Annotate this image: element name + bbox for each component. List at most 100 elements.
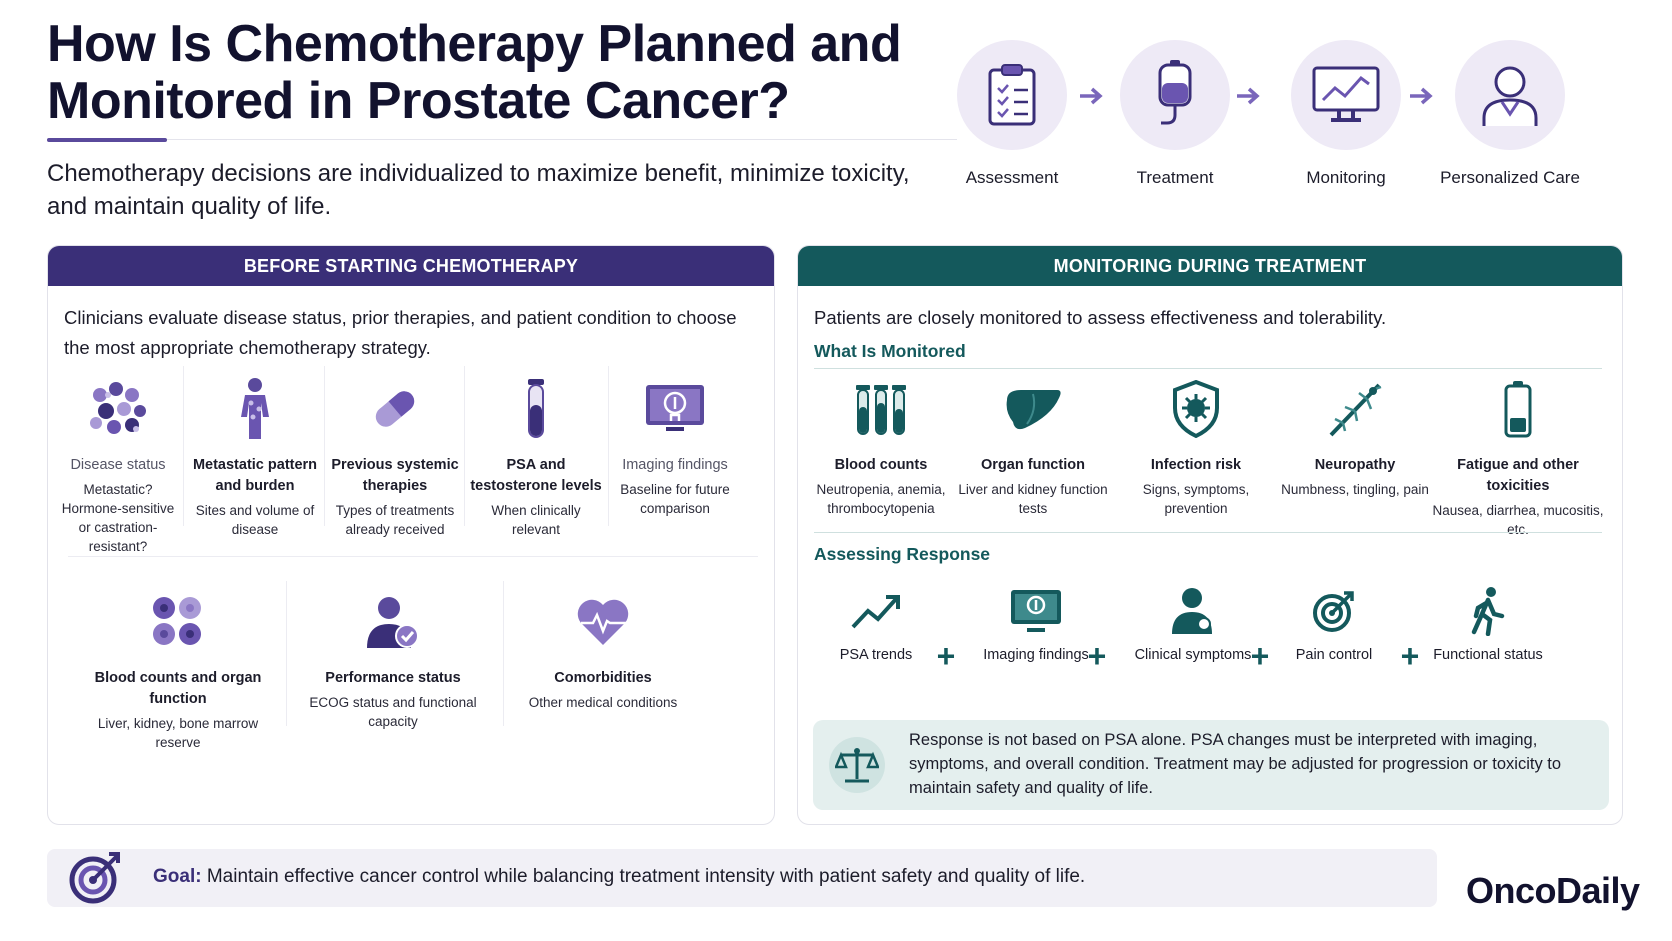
response-functional-status: Functional status	[1413, 581, 1563, 663]
pill-icon	[375, 391, 415, 427]
page-subtitle: Chemotherapy decisions are individualize…	[47, 160, 910, 220]
target-icon	[1313, 591, 1354, 632]
note-text: Response is not based on PSA alone. PSA …	[909, 731, 1562, 797]
divider	[503, 581, 504, 726]
patient-icon	[1172, 588, 1212, 634]
flow-step-assessment: Assessment	[942, 40, 1082, 190]
flow-circle	[957, 40, 1067, 150]
item-title: Fatigue and other toxicities	[1457, 457, 1579, 494]
monitor-chart-icon	[1312, 66, 1380, 122]
arrow-right-icon	[1080, 87, 1103, 105]
flow-circle	[1455, 40, 1565, 150]
arrow-right-icon	[1237, 87, 1260, 105]
item-psa-testosterone: PSA and testosterone levels When clinica…	[466, 371, 606, 539]
item-previous-therapies: Previous systemic therapies Types of tre…	[328, 371, 462, 539]
divider	[608, 366, 609, 526]
divider	[183, 366, 184, 526]
response-imaging-findings: Imaging findings	[961, 581, 1111, 663]
cells-icon	[90, 382, 146, 434]
item-title: Disease status	[70, 457, 166, 473]
divider	[464, 366, 465, 526]
item-desc: Neutropenia, anemia, thrombocytopenia	[816, 482, 946, 516]
response-label: Imaging findings	[983, 647, 1089, 663]
battery-low-icon	[1504, 381, 1532, 438]
item-infection-risk: Infection risk Signs, symptoms, preventi…	[1116, 371, 1276, 518]
response-psa-trends: PSA trends	[806, 581, 946, 663]
section-title-assessing-response: Assessing Response	[814, 544, 991, 564]
section-title-what-monitored: What Is Monitored	[814, 341, 966, 361]
item-desc: Types of treatments already received	[335, 503, 455, 537]
item-desc: Nausea, diarrhea, mucositis, etc.	[1432, 503, 1604, 537]
nerve-icon	[1329, 383, 1382, 437]
panel-header: MONITORING DURING TREATMENT	[798, 246, 1622, 286]
item-desc: Signs, symptoms, prevention	[1142, 482, 1250, 516]
flow-label: Treatment	[1136, 168, 1214, 187]
goal-label: Goal:	[153, 866, 202, 887]
flow-label: Assessment	[965, 168, 1059, 187]
goal-banner: Goal: Maintain effective cancer control …	[47, 849, 1437, 907]
item-title: Previous systemic therapies	[331, 457, 459, 494]
item-comorbidities: Comorbidities Other medical conditions	[518, 584, 688, 712]
panel-intro: Clinicians evaluate disease status, prio…	[64, 307, 737, 358]
item-title: Neuropathy	[1314, 457, 1396, 473]
item-desc: When clinically relevant	[491, 503, 581, 537]
response-label: PSA trends	[839, 647, 913, 663]
section-divider	[68, 556, 758, 557]
flow-step-treatment: Treatment	[1105, 40, 1245, 190]
item-blood-counts-organ: Blood counts and organ function Liver, k…	[88, 584, 268, 752]
item-disease-status: Disease status Metastatic? Hormone-sensi…	[56, 371, 180, 556]
divider	[286, 581, 287, 726]
flow-circle	[1120, 40, 1230, 150]
item-blood-counts: Blood counts Neutropenia, anemia, thromb…	[806, 371, 956, 518]
test-tube-icon	[528, 379, 544, 438]
item-imaging-findings: Imaging findings Baseline for future com…	[610, 371, 740, 518]
item-desc: Liver, kidney, bone marrow reserve	[97, 716, 259, 750]
walking-icon	[1471, 587, 1505, 636]
item-title: Comorbidities	[554, 670, 652, 686]
blood-cells-icon	[153, 597, 201, 645]
item-title: Imaging findings	[622, 457, 728, 473]
care-flow: Assessment Treatment Monitoring	[957, 40, 1650, 220]
response-label: Functional status	[1433, 647, 1543, 663]
person-icon	[1482, 66, 1538, 126]
response-label: Clinical symptoms	[1134, 647, 1252, 663]
section-rule	[814, 368, 1602, 369]
item-desc: Metastatic? Hormone-sensitive or castrat…	[61, 482, 175, 554]
flow-circle	[1291, 40, 1401, 150]
panel-header: BEFORE STARTING CHEMOTHERAPY	[48, 246, 774, 286]
response-pain-control: Pain control	[1264, 581, 1404, 663]
section-rule	[814, 532, 1602, 533]
item-desc: Other medical conditions	[528, 695, 678, 710]
trend-up-icon	[851, 595, 900, 629]
item-title: Infection risk	[1150, 457, 1242, 473]
plus-icon: +	[1400, 638, 1420, 674]
blood-tubes-icon	[856, 385, 906, 435]
balance-scale-icon	[835, 748, 879, 783]
page-title: How Is Chemotherapy Planned and Monitore…	[47, 15, 902, 130]
scan-monitor-icon	[646, 385, 704, 431]
item-title: Organ function	[981, 457, 1085, 473]
before-chemo-panel: BEFORE STARTING CHEMOTHERAPY Clinicians …	[47, 245, 775, 825]
flow-step-personalized-care: Personalized Care	[1440, 40, 1580, 190]
item-title: PSA and testosterone levels	[470, 457, 602, 494]
item-desc: Baseline for future comparison	[620, 482, 730, 516]
response-label: Pain control	[1295, 647, 1373, 663]
panel-intro: Patients are closely monitored to assess…	[814, 307, 1387, 328]
response-note: Response is not based on PSA alone. PSA …	[813, 720, 1609, 810]
iv-bag-icon	[1158, 60, 1192, 125]
plus-icon: +	[1087, 638, 1107, 674]
goal-text: Goal: Maintain effective cancer control …	[153, 866, 1085, 888]
target-icon	[69, 852, 120, 904]
plus-icon: +	[1250, 638, 1270, 674]
scan-monitor-icon	[1011, 590, 1061, 632]
flow-step-monitoring: Monitoring	[1276, 40, 1416, 190]
response-clinical-symptoms: Clinical symptoms	[1108, 581, 1278, 663]
heart-pulse-icon	[577, 599, 629, 645]
item-performance-status: Performance status ECOG status and funct…	[298, 584, 488, 731]
item-desc: Sites and volume of disease	[195, 503, 315, 537]
item-neuropathy: Neuropathy Numbness, tingling, pain	[1280, 371, 1430, 499]
item-title: Performance status	[325, 670, 461, 686]
item-desc: Liver and kidney function tests	[958, 482, 1108, 516]
user-check-icon	[367, 597, 419, 648]
arrow-right-icon	[1410, 87, 1433, 105]
